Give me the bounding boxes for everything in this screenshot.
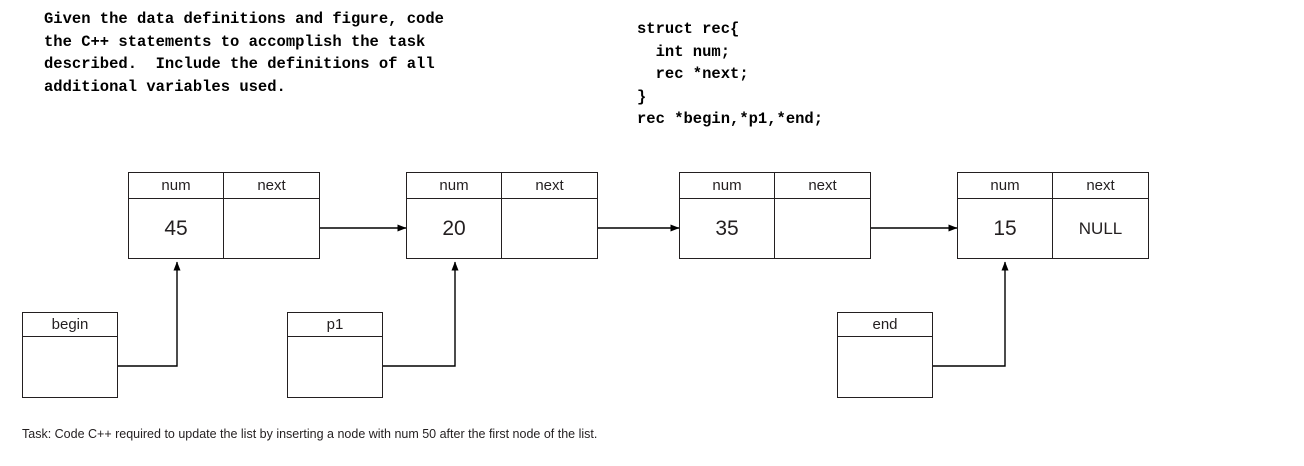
pointer-end-body bbox=[838, 337, 932, 397]
struct-definition-code: struct rec{ int num; rec *next; } rec *b… bbox=[637, 20, 824, 128]
pointer-box-begin: begin bbox=[22, 312, 118, 398]
node-2-next-value bbox=[502, 199, 597, 259]
node-3-num-value: 35 bbox=[680, 199, 775, 259]
node-3-next-header: next bbox=[808, 177, 837, 194]
instruction-prompt: Given the data definitions and figure, c… bbox=[44, 10, 444, 96]
node-1-num-value: 45 bbox=[129, 199, 224, 259]
node-4-num-header: num bbox=[958, 173, 1053, 198]
node-1-next-value bbox=[224, 199, 319, 259]
node-1-header: num next bbox=[129, 173, 319, 199]
task-statement: Task: Code C++ required to update the li… bbox=[22, 427, 598, 441]
pointer-box-p1: p1 bbox=[287, 312, 383, 398]
node-4-body: 15 NULL bbox=[958, 199, 1148, 259]
node-4-header: num next bbox=[958, 173, 1148, 199]
pointer-arrow-begin bbox=[118, 261, 181, 367]
list-node-4: num next 15 NULL bbox=[957, 172, 1149, 259]
list-node-2: num next 20 bbox=[406, 172, 598, 259]
list-node-3: num next 35 bbox=[679, 172, 871, 259]
node-1-body: 45 bbox=[129, 199, 319, 259]
node-2-num-value: 20 bbox=[407, 199, 502, 259]
pointer-begin-body bbox=[23, 337, 117, 397]
node-3-header: num next bbox=[680, 173, 870, 199]
pointer-box-end: end bbox=[837, 312, 933, 398]
pointer-end-label: end bbox=[838, 313, 932, 337]
node-3-next-value bbox=[775, 199, 870, 259]
node-2-header: num next bbox=[407, 173, 597, 199]
node-1-num-header: num bbox=[129, 173, 224, 198]
list-node-1: num next 45 bbox=[128, 172, 320, 259]
pointer-begin-label: begin bbox=[23, 313, 117, 337]
node-3-body: 35 bbox=[680, 199, 870, 259]
pointer-arrow-p1 bbox=[383, 261, 459, 367]
pointer-p1-label: p1 bbox=[288, 313, 382, 337]
node-2-next-header: next bbox=[535, 177, 564, 194]
pointer-p1-body bbox=[288, 337, 382, 397]
node-1-next-header: next bbox=[257, 177, 286, 194]
node-4-next-header: next bbox=[1086, 177, 1115, 194]
node-4-next-value: NULL bbox=[1078, 219, 1123, 238]
node-2-body: 20 bbox=[407, 199, 597, 259]
node-3-num-header: num bbox=[680, 173, 775, 198]
node-2-num-header: num bbox=[407, 173, 502, 198]
pointer-arrow-end bbox=[933, 261, 1009, 367]
node-4-num-value: 15 bbox=[958, 199, 1053, 259]
